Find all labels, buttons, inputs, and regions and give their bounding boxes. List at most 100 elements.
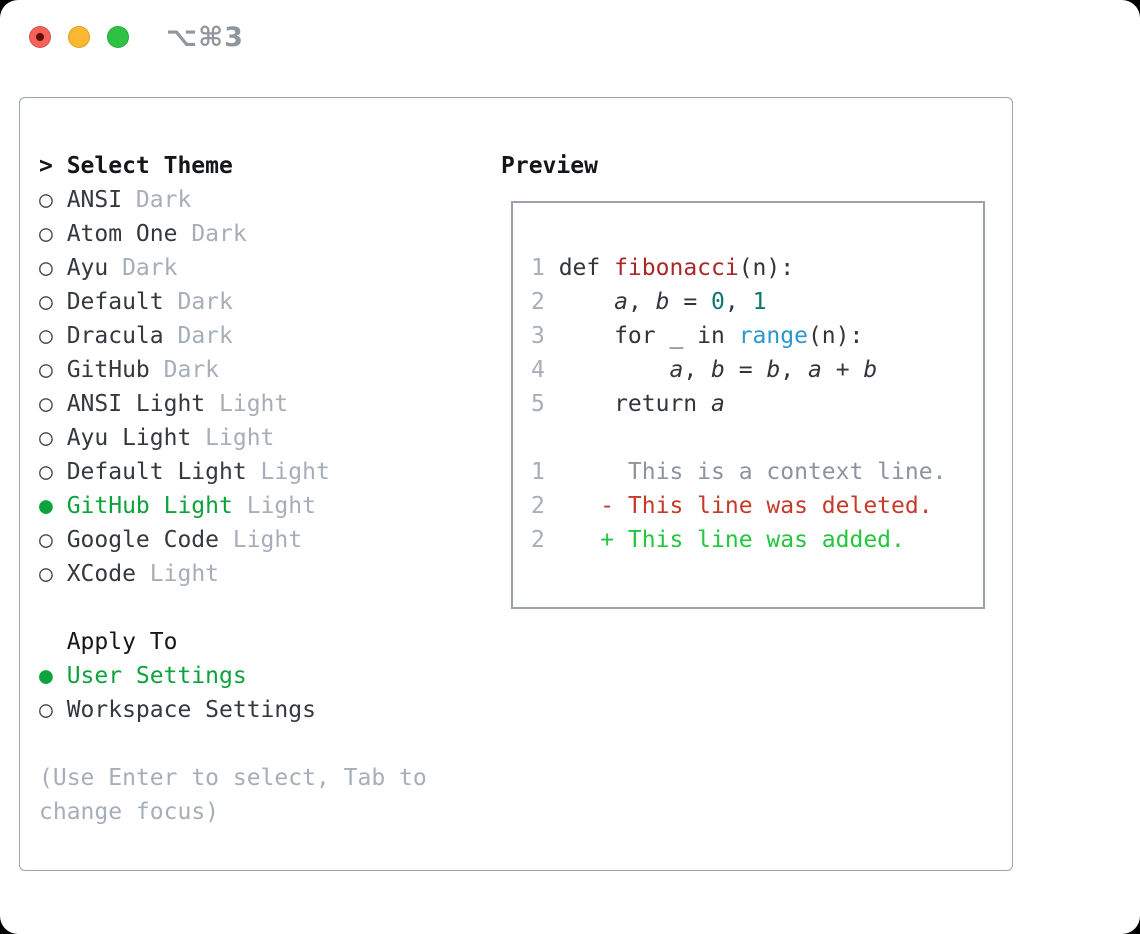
- line-number: 2: [531, 527, 545, 553]
- theme-name: ANSI Light: [66, 391, 206, 417]
- keyboard-hint: change focus): [39, 799, 220, 825]
- radio-unselected-icon: ○: [39, 391, 53, 417]
- close-button[interactable]: [29, 26, 51, 48]
- theme-variant-tag: Light: [135, 561, 220, 587]
- radio-unselected-icon: ○: [39, 187, 53, 213]
- keyboard-hint: (Use Enter to select, Tab to: [39, 765, 427, 791]
- code-line: 3 for _ in range(n):: [531, 319, 983, 353]
- theme-variant-tag: Dark: [163, 289, 233, 315]
- code-token-plain: =: [669, 289, 712, 315]
- code-token-plain: ,: [724, 289, 753, 315]
- code-token-plain: +: [821, 357, 864, 383]
- theme-name: Google Code: [66, 527, 220, 553]
- code-token-added: + This line was added.: [558, 527, 905, 553]
- apply-to-header: Apply To: [39, 625, 489, 659]
- spacer-row: [39, 591, 489, 625]
- radio-unselected-icon: ○: [39, 425, 53, 451]
- apply-option-user-settings[interactable]: ●User Settings: [39, 659, 489, 693]
- line-number: 4: [531, 357, 545, 383]
- theme-variant-tag: Light: [191, 425, 275, 451]
- code-token-plain: ,: [683, 357, 712, 383]
- code-token-var: a: [711, 391, 725, 417]
- code-line: 2 - This line was deleted.: [531, 489, 983, 523]
- theme-menu-title: Select Theme: [66, 153, 233, 179]
- code-token-var: a: [669, 357, 684, 383]
- preview-heading: Preview: [501, 153, 598, 179]
- code-token-num: 0: [711, 289, 725, 315]
- code-token-plain: ,: [627, 289, 656, 315]
- apply-option-workspace-settings[interactable]: ○Workspace Settings: [39, 693, 489, 727]
- theme-option-ansi-light[interactable]: ○ANSI Light Light: [39, 387, 489, 421]
- line-number: 3: [531, 323, 545, 349]
- code-line: 2 a, b = 0, 1: [531, 285, 983, 319]
- code-token-plain: return: [558, 391, 712, 417]
- code-token-builtin: range: [738, 323, 808, 349]
- theme-option-default[interactable]: ○Default Dark: [39, 285, 489, 319]
- title-bar: ⌥⌘3: [0, 0, 1140, 74]
- code-token-num: 1: [752, 289, 767, 315]
- maximize-button[interactable]: [107, 26, 129, 48]
- theme-option-ansi[interactable]: ○ANSI Dark: [39, 183, 489, 217]
- theme-variant-tag: Light: [246, 459, 330, 485]
- theme-option-dracula[interactable]: ○ Dracula Dark: [39, 319, 489, 353]
- theme-name: Dracula: [66, 323, 164, 349]
- code-token-var: b: [711, 357, 725, 383]
- code-token-plain: [559, 357, 670, 383]
- code-line: 2 + This line was added.: [531, 523, 983, 557]
- code-token-func: fibonacci: [614, 255, 739, 281]
- theme-option-github-light[interactable]: ● GitHub Light Light: [39, 489, 489, 523]
- code-token-var: b: [863, 357, 878, 383]
- theme-option-xcode[interactable]: ○ XCode Light: [39, 557, 489, 591]
- line-number: 5: [531, 391, 545, 417]
- theme-picker-panel: >Select Theme○ANSI Dark○Atom One Dark○Ay…: [19, 97, 1013, 871]
- theme-variant-tag: Dark: [163, 323, 233, 349]
- code-token-plain: =: [724, 357, 767, 383]
- spacer-row: [39, 727, 489, 761]
- code-line: 5 return a: [531, 387, 983, 421]
- radio-selected-icon: ●: [39, 493, 53, 519]
- line-number: 2: [531, 289, 545, 315]
- theme-variant-tag: Light: [232, 493, 316, 519]
- radio-unselected-icon: ○: [39, 459, 53, 485]
- code-token-plain: for _ in: [558, 323, 739, 349]
- focus-caret-icon: >: [39, 153, 53, 179]
- theme-name: GitHub Light: [66, 493, 233, 519]
- code-line: 4 a, b = b, a + b: [531, 353, 983, 387]
- code-token-plain: def: [558, 255, 615, 281]
- line-number: 2: [531, 493, 545, 519]
- theme-option-ayu[interactable]: ○Ayu Dark: [39, 251, 489, 285]
- theme-name: Default Light: [66, 459, 247, 485]
- theme-variant-tag: Dark: [177, 221, 247, 247]
- radio-unselected-icon: ○: [39, 561, 53, 587]
- code-token-var: b: [766, 357, 781, 383]
- code-token-plain: [559, 289, 614, 315]
- code-token-var: a: [808, 357, 822, 383]
- code-token-var: b: [655, 289, 670, 315]
- theme-option-default-light[interactable]: ○ Default Light Light: [39, 455, 489, 489]
- theme-variant-tag: Light: [219, 527, 303, 553]
- theme-option-google-code[interactable]: ○ Google Code Light: [39, 523, 489, 557]
- radio-unselected-icon: ○: [39, 323, 53, 349]
- theme-variant-tag: Dark: [122, 187, 192, 213]
- theme-option-atom-one[interactable]: ○Atom One Dark: [39, 217, 489, 251]
- minimize-button[interactable]: [68, 26, 90, 48]
- theme-option-ayu-light[interactable]: ○Ayu Light Light: [39, 421, 489, 455]
- radio-unselected-icon: ○: [39, 527, 53, 553]
- radio-unselected-icon: ○: [39, 357, 53, 383]
- line-number: 1: [531, 459, 545, 485]
- theme-menu: >Select Theme○ANSI Dark○Atom One Dark○Ay…: [39, 149, 489, 829]
- radio-unselected-icon: ○: [39, 221, 53, 247]
- code-token-plain: (n):: [807, 323, 864, 349]
- theme-name: XCode: [66, 561, 136, 587]
- code-token-plain: (n):: [738, 255, 795, 281]
- code-token-plain: ,: [780, 357, 808, 383]
- code-line: 1 This is a context line.: [531, 455, 983, 489]
- code-token-var: a: [614, 289, 628, 315]
- theme-option-github[interactable]: ○GitHub Dark: [39, 353, 489, 387]
- radio-unselected-icon: ○: [39, 255, 53, 281]
- code-line: [531, 421, 983, 455]
- apply-option-label: User Settings: [66, 663, 247, 689]
